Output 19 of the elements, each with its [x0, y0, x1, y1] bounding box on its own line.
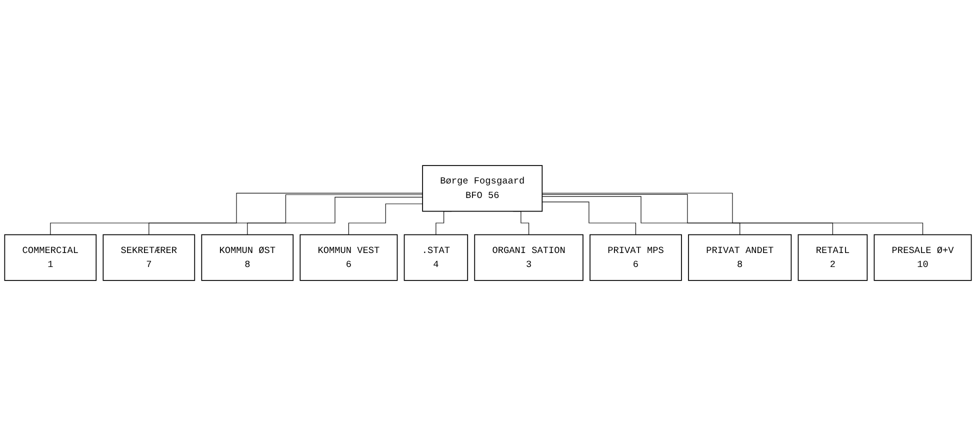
node-box: .STAT 4: [404, 234, 468, 281]
node-box: COMMERCIAL 1: [4, 234, 97, 281]
connector: [542, 194, 834, 236]
node-box: RETAIL 2: [798, 234, 868, 281]
connector: [542, 196, 740, 236]
connector: [148, 194, 423, 236]
node-box: PRIVAT ANDET 8: [688, 234, 792, 281]
node-box: ORGANI SATION 3: [474, 234, 584, 281]
connector: [348, 204, 423, 236]
connector: [247, 196, 423, 236]
connector: [542, 202, 636, 236]
connector: [542, 192, 924, 236]
node-box: PRESALE Ø+V 10: [874, 234, 972, 281]
connector: [50, 192, 423, 236]
node-box: PRIVAT MPS 6: [590, 234, 682, 281]
node-box: KOMMUN VEST 6: [300, 234, 398, 281]
node-box: Børge Fogsgaard BFO 56: [422, 165, 543, 212]
node-box: SEKRETÆRER 7: [102, 234, 196, 281]
node-box: KOMMUN ØST 8: [201, 234, 294, 281]
